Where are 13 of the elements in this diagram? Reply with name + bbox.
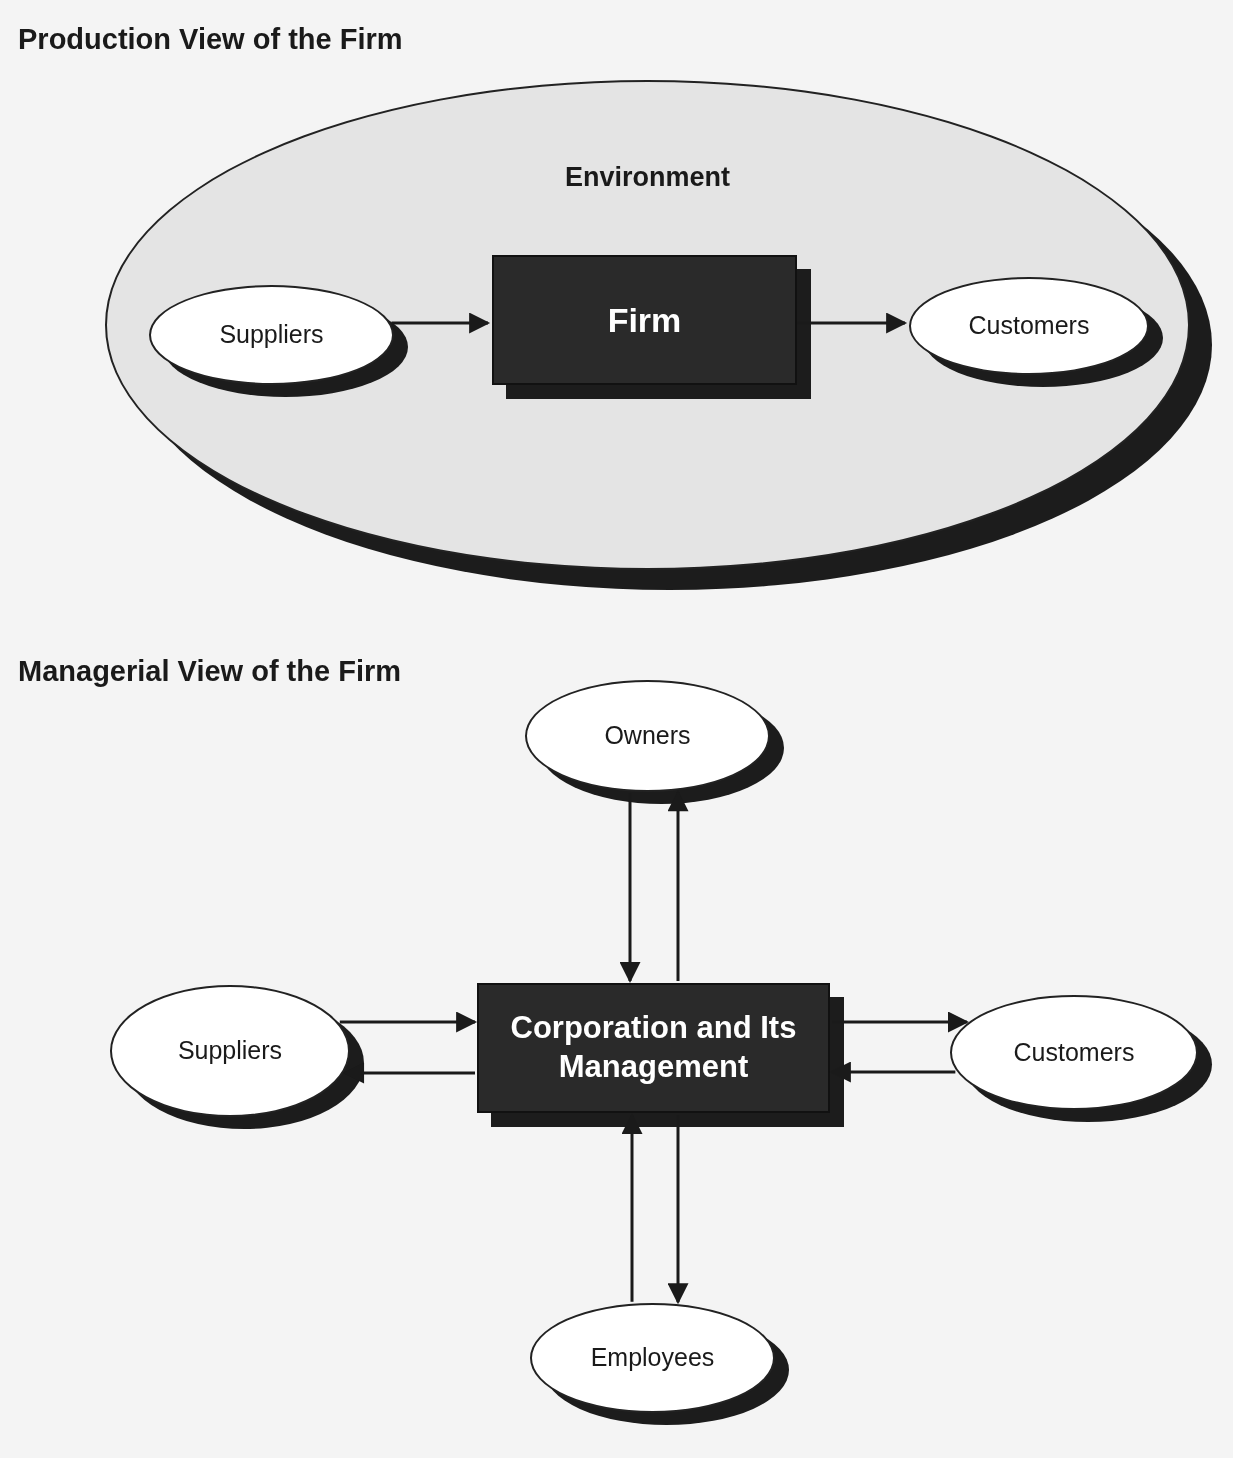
node-label: Employees (590, 1342, 715, 1374)
node-label: Owners (604, 720, 691, 752)
arrow (391, 312, 491, 334)
section-heading: Production View of the Firm (18, 22, 403, 57)
section-heading: Managerial View of the Firm (18, 654, 401, 689)
node-label: Suppliers (177, 1035, 283, 1067)
node-label: Customers (1013, 1036, 1135, 1068)
arrow (339, 1011, 478, 1033)
node-label: Environment (565, 161, 730, 194)
node-label: Customers (968, 310, 1090, 342)
node-label: Suppliers (219, 319, 324, 351)
node-label: Firm (607, 299, 682, 341)
node-label: Corporation and Its Management (509, 1009, 798, 1086)
